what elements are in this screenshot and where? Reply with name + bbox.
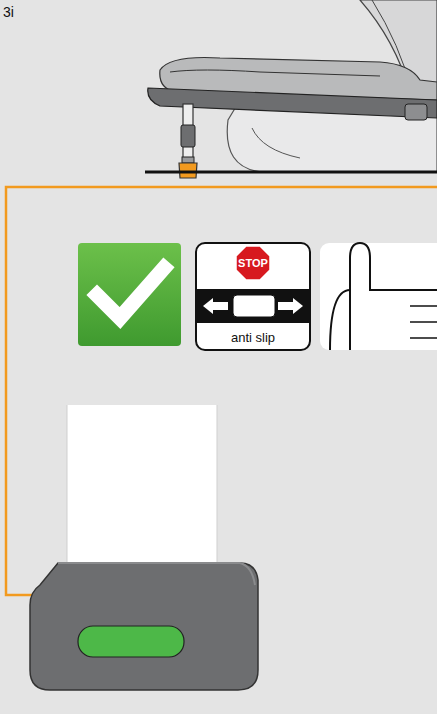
sign-text: STOP [238, 258, 268, 269]
support-leg [179, 104, 197, 178]
child-seat [148, 0, 437, 120]
panel-number: 3i [3, 5, 14, 19]
sign-caption: anti slip [231, 331, 275, 344]
foot-detail [30, 405, 258, 690]
check-icon [78, 243, 181, 346]
floor-line [145, 171, 437, 174]
thumbs-up-icon [320, 243, 437, 350]
anti-slip-sign [196, 243, 310, 350]
